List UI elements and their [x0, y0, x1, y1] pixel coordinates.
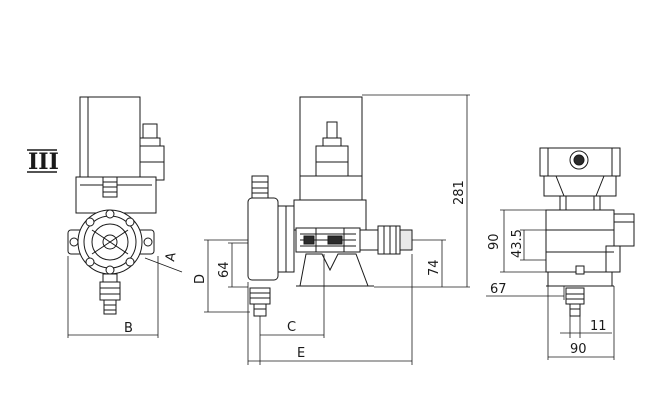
front-view: A B: [67, 96, 183, 338]
label-a: A: [163, 251, 179, 262]
dim-281: 281: [452, 180, 467, 205]
label-b: B: [124, 321, 133, 336]
label-d: D: [193, 274, 208, 284]
dim-67: 67: [490, 282, 507, 297]
bolt-ring: [85, 209, 135, 275]
dim-64: 64: [217, 261, 232, 278]
dim-11: 11: [590, 319, 607, 334]
side-view: 281 74 64 D C E: [193, 94, 470, 365]
dim-43-5: 43.5: [510, 229, 525, 258]
dim-90-vertical: 90: [487, 233, 502, 250]
dim-74: 74: [427, 259, 442, 276]
dim-90-horizontal: 90: [570, 342, 587, 357]
label-c: C: [287, 320, 296, 335]
view-label-group: III: [27, 149, 59, 175]
rear-view: 90 43.5 67 90 11: [486, 147, 635, 360]
view-label: III: [28, 149, 59, 175]
label-e: E: [297, 346, 305, 361]
